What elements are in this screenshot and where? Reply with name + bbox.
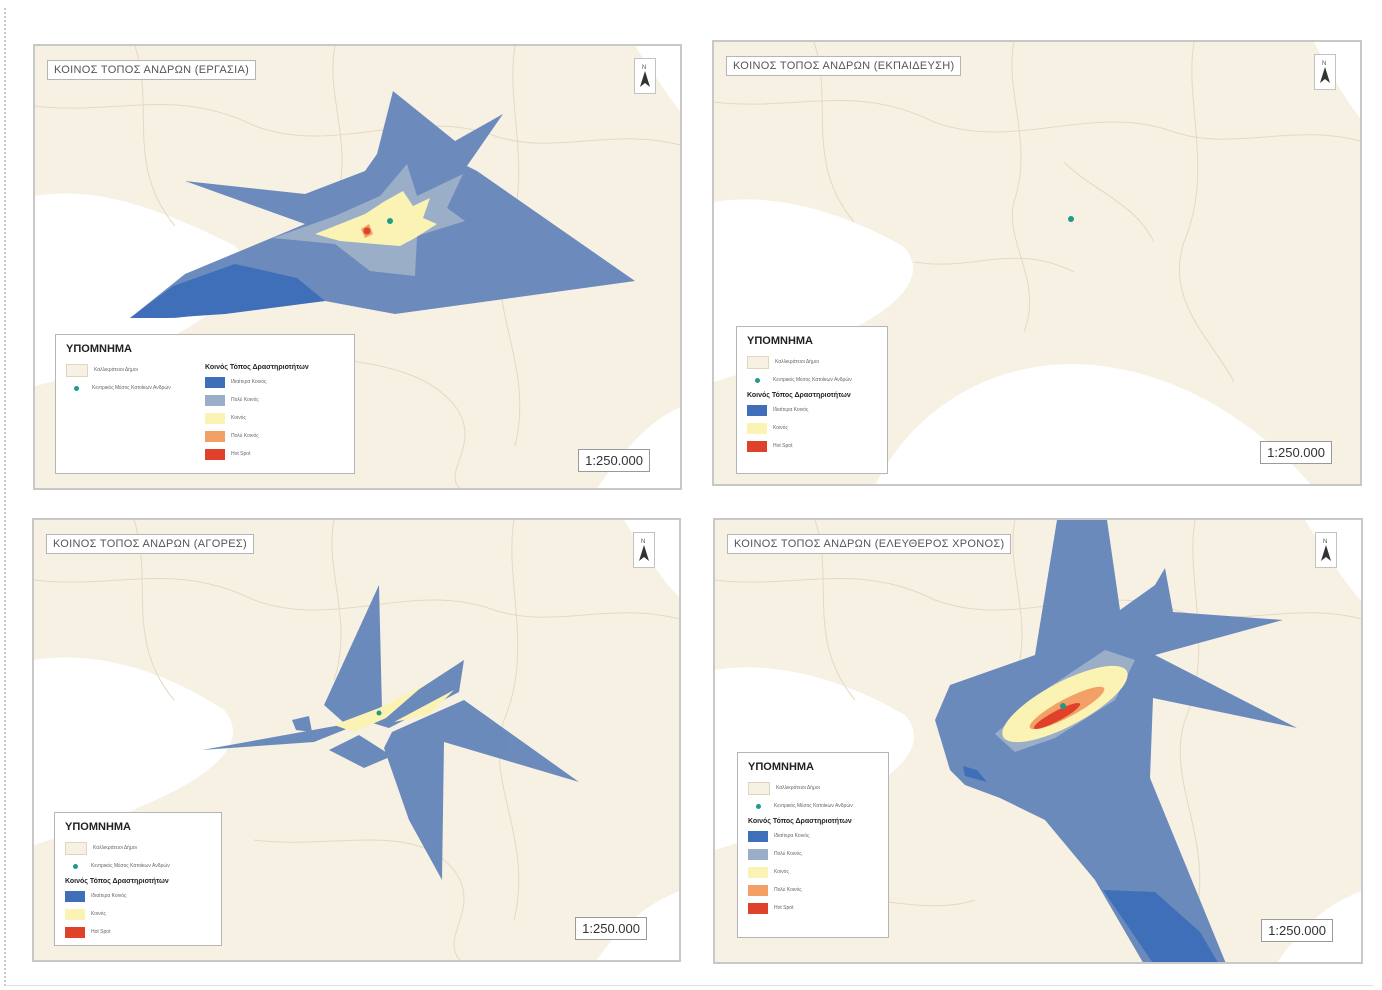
legend-swatch bbox=[748, 830, 768, 842]
legend-education: ΥΠΟΜΝΗΜΑ Καλλικράτειοι Δήμοι Κεντρικός Μ… bbox=[736, 326, 888, 474]
legend-swatch bbox=[748, 884, 768, 896]
legend-label: Καλλικράτειοι Δήμοι bbox=[775, 359, 819, 365]
center-point bbox=[1060, 703, 1066, 709]
legend-title: ΥΠΟΜΝΗΜΑ bbox=[65, 821, 131, 833]
zone-common bbox=[334, 685, 454, 732]
zone-common bbox=[315, 191, 437, 246]
legend-label: Κοινός bbox=[91, 911, 106, 917]
legend-swatch bbox=[65, 926, 85, 938]
scale-label: 1:250.000 bbox=[1260, 441, 1332, 464]
svg-text:N: N bbox=[1323, 539, 1327, 545]
center-point bbox=[1068, 216, 1074, 222]
legend-swatch bbox=[205, 430, 225, 442]
legend-label: Πολύ Κοινός bbox=[774, 887, 802, 893]
legend-label: Ιδιαίτερα Κοινός bbox=[231, 379, 267, 385]
legend-label: Hot Spot bbox=[91, 929, 111, 935]
legend-label: Καλλικράτειοι Δήμοι bbox=[94, 367, 138, 373]
legend-swatch bbox=[205, 412, 225, 424]
legend-label: Πολύ Κοινός bbox=[774, 851, 802, 857]
svg-text:N: N bbox=[1322, 61, 1326, 67]
svg-text:N: N bbox=[642, 65, 646, 71]
legend-label: Καλλικράτειοι Δήμοι bbox=[93, 845, 137, 851]
legend-label: Κεντρικός Μέσος Κατοίκων Ανδρών bbox=[774, 803, 853, 809]
legend-swatch bbox=[66, 363, 88, 377]
hot-spot bbox=[363, 227, 371, 235]
legend-label: Κοινός bbox=[774, 869, 789, 875]
legend-swatch bbox=[747, 440, 767, 452]
legend-work: ΥΠΟΜΝΗΜΑ Καλλικράτειοι Δήμοι Κεντρικός Μ… bbox=[55, 334, 355, 474]
legend-title: ΥΠΟΜΝΗΜΑ bbox=[748, 761, 814, 773]
center-point bbox=[387, 218, 393, 224]
legend-swatch bbox=[748, 866, 768, 878]
legend-swatch bbox=[65, 841, 87, 855]
legend-swatch bbox=[747, 355, 769, 369]
legend-label: Hot Spot bbox=[773, 443, 793, 449]
legend-swatch bbox=[205, 448, 225, 460]
legend-label: Ιδιαίτερα Κοινός bbox=[773, 407, 809, 413]
legend-leisure: ΥΠΟΜΝΗΜΑ Καλλικράτειοι Δήμοι Κεντρικός Μ… bbox=[737, 752, 889, 938]
north-arrow-icon: N bbox=[634, 58, 656, 94]
legend-swatch bbox=[748, 902, 768, 914]
legend-label: Πολύ Κοινός bbox=[231, 433, 259, 439]
legend-label: Πολύ Κοινός bbox=[231, 397, 259, 403]
legend-label: Κοινός bbox=[773, 425, 788, 431]
map-title: ΚΟΙΝΟΣ ΤΟΠΟΣ ΑΝΔΡΩΝ (ΑΓΟΡΕΣ) bbox=[46, 534, 254, 554]
legend-title: ΥΠΟΜΝΗΜΑ bbox=[747, 335, 813, 347]
legend-swatch bbox=[748, 848, 768, 860]
legend-label: Καλλικράτειοι Δήμοι bbox=[776, 785, 820, 791]
hot-spot bbox=[1033, 703, 1081, 729]
zone-very-common bbox=[963, 766, 987, 782]
legend-label: Hot Spot bbox=[231, 451, 251, 457]
legend-section-title: Κοινός Τόπος Δραστηριοτήτων bbox=[65, 878, 169, 885]
zone-very-common bbox=[1103, 890, 1218, 962]
legend-title: ΥΠΟΜΝΗΜΑ bbox=[66, 343, 132, 355]
sea-area bbox=[876, 364, 1311, 484]
north-arrow-icon: N bbox=[1314, 54, 1336, 90]
legend-label: Hot Spot bbox=[774, 905, 794, 911]
scale-label: 1:250.000 bbox=[575, 917, 647, 940]
page-frame bbox=[4, 8, 1374, 986]
map-panel-work[interactable]: ΚΟΙΝΟΣ ΤΟΠΟΣ ΑΝΔΡΩΝ (ΕΡΓΑΣΙΑ) N ΥΠΟΜΝΗΜΑ… bbox=[33, 44, 682, 490]
scale-label: 1:250.000 bbox=[1261, 919, 1333, 942]
basemap-work bbox=[35, 46, 680, 488]
legend-point-icon bbox=[756, 803, 761, 809]
sea-area bbox=[597, 407, 680, 488]
zone-very-common bbox=[130, 264, 325, 318]
legend-label: Κοινός bbox=[231, 415, 246, 421]
legend-swatch bbox=[205, 394, 225, 406]
zone-strongly-common bbox=[202, 585, 579, 880]
svg-text:N: N bbox=[641, 539, 645, 545]
map-panel-shopping[interactable]: ΚΟΙΝΟΣ ΤΟΠΟΣ ΑΝΔΡΩΝ (ΑΓΟΡΕΣ) N ΥΠΟΜΝΗΜΑ … bbox=[32, 518, 681, 962]
legend-label: Κεντρικός Μέσος Κατοίκων Ανδρών bbox=[91, 863, 170, 869]
legend-section-title: Κοινός Τόπος Δραστηριοτήτων bbox=[747, 392, 851, 399]
legend-swatch bbox=[747, 422, 767, 434]
legend-swatch bbox=[65, 908, 85, 920]
legend-label: Ιδιαίτερα Κοινός bbox=[774, 833, 810, 839]
north-arrow-icon: N bbox=[1315, 532, 1337, 568]
map-title: ΚΟΙΝΟΣ ΤΟΠΟΣ ΑΝΔΡΩΝ (ΕΚΠΑΙΔΕΥΣΗ) bbox=[726, 56, 962, 76]
legend-point-icon bbox=[74, 385, 79, 391]
center-point bbox=[376, 710, 382, 716]
map-title: ΚΟΙΝΟΣ ΤΟΠΟΣ ΑΝΔΡΩΝ (ΕΛΕΥΘΕΡΟΣ ΧΡΟΝΟΣ) bbox=[727, 534, 1012, 554]
legend-section-title: Κοινός Τόπος Δραστηριοτήτων bbox=[748, 818, 852, 825]
legend-swatch bbox=[205, 376, 225, 388]
north-arrow-icon: N bbox=[633, 532, 655, 568]
legend-point-icon bbox=[755, 377, 760, 383]
legend-swatch bbox=[65, 890, 85, 902]
scale-label: 1:250.000 bbox=[578, 449, 650, 472]
map-panel-education[interactable]: ΚΟΙΝΟΣ ΤΟΠΟΣ ΑΝΔΡΩΝ (ΕΚΠΑΙΔΕΥΣΗ) N ΥΠΟΜΝ… bbox=[712, 40, 1362, 486]
legend-label: Κεντρικός Μέσος Κατοίκων Ανδρών bbox=[773, 377, 852, 383]
legend-label: Κεντρικός Μέσος Κατοίκων Ανδρών bbox=[92, 385, 171, 391]
legend-shopping: ΥΠΟΜΝΗΜΑ Καλλικράτειοι Δήμοι Κεντρικός Μ… bbox=[54, 812, 222, 946]
legend-label: Ιδιαίτερα Κοινός bbox=[91, 893, 127, 899]
map-title: ΚΟΙΝΟΣ ΤΟΠΟΣ ΑΝΔΡΩΝ (ΕΡΓΑΣΙΑ) bbox=[47, 60, 257, 80]
legend-swatch bbox=[748, 781, 770, 795]
legend-swatch bbox=[747, 404, 767, 416]
basemap-shopping bbox=[34, 520, 679, 960]
legend-point-icon bbox=[73, 863, 78, 869]
map-panel-leisure[interactable]: ΚΟΙΝΟΣ ΤΟΠΟΣ ΑΝΔΡΩΝ (ΕΛΕΥΘΕΡΟΣ ΧΡΟΝΟΣ) N… bbox=[713, 518, 1363, 964]
sea-area bbox=[34, 657, 233, 845]
legend-section-title: Κοινός Τόπος Δραστηριοτήτων bbox=[205, 364, 309, 371]
zone-strongly-common bbox=[935, 520, 1297, 962]
